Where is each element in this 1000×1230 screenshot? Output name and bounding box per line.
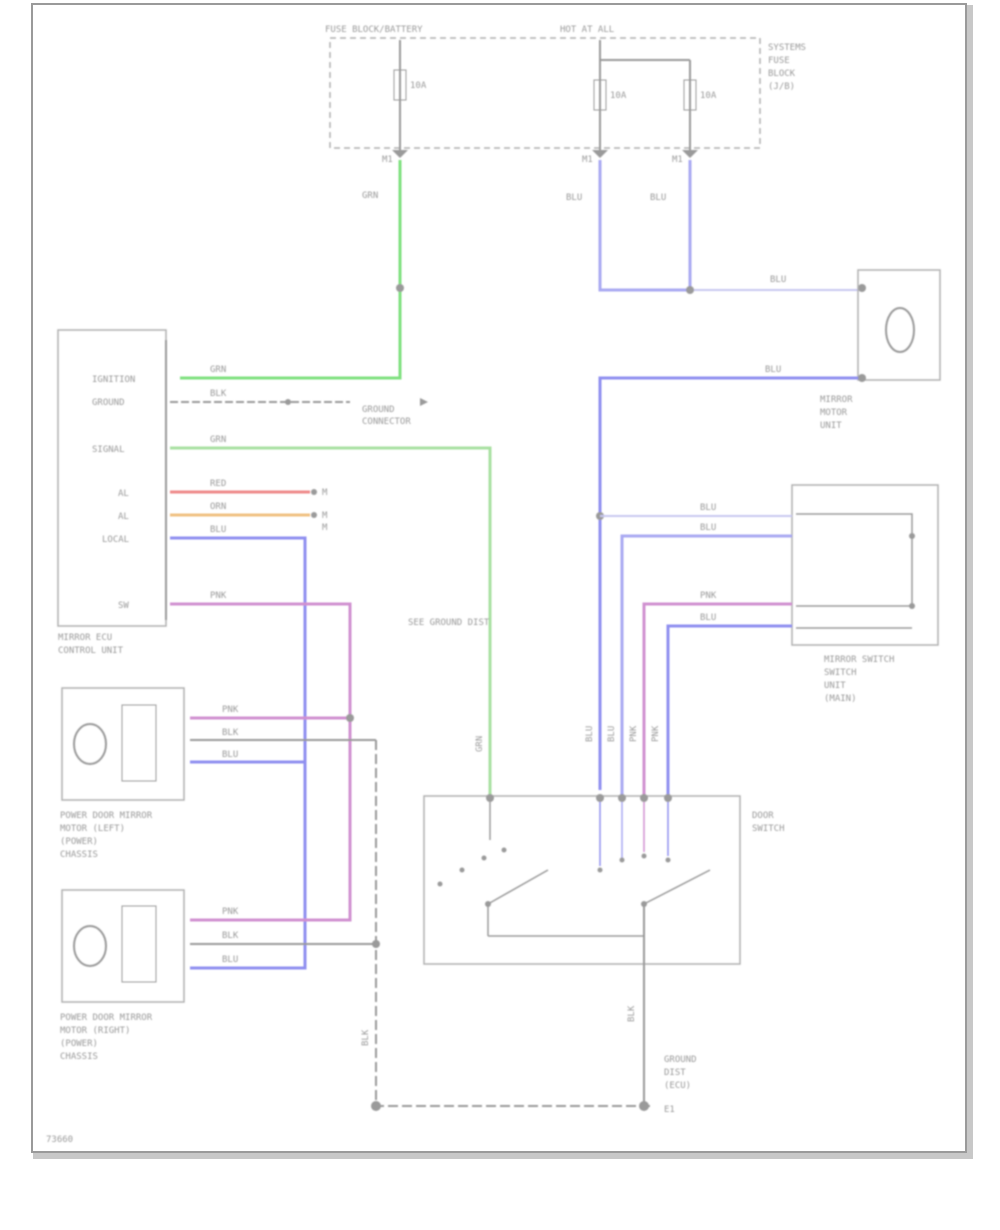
wire-ecu-4-label: RED [210,479,226,489]
wire-bottom-2-label: BLK [627,1005,637,1022]
ground-label-1: GROUND [664,1055,697,1065]
door-switch [423,795,741,965]
mirror-left-1c-label: (POWER) [60,837,98,847]
side-note-connector: CONNECTOR [362,417,411,427]
frame-border [31,3,967,1153]
ecu-name-2: CONTROL UNIT [58,646,124,656]
mirror-motor-unit-right [857,269,941,381]
wire-mirror-5-label: BLK [222,931,239,941]
mirror-right-1b-label: MOTOR [820,408,848,418]
wire-vert-1-label: GRN [475,736,485,752]
mirror-right-1-label: MIRROR [820,395,853,405]
wire-top-green-label: GRN [362,191,378,201]
ground-label-3: (ECU) [664,1081,691,1091]
side-note-1: M [322,488,328,498]
fuse-block-side-3: BLOCK [768,69,796,79]
right-w-4-label: BLU [700,613,716,623]
mirror-left-2b-label: MOTOR (RIGHT) [60,1026,130,1036]
wire-bottom-1-label: BLK [361,1029,371,1046]
mirror-left-2c-label: (POWER) [60,1039,98,1049]
wire-vert-2-label: BLU [585,726,595,742]
wire-pink-sw [642,602,792,796]
wire-blue-ecu [170,536,307,970]
corner-code: 73660 [46,1135,73,1145]
mirror-right-2c-label: UNIT [824,681,846,691]
ecu-pin-5: AL [118,512,129,522]
mirror-motor-left-1 [61,687,185,801]
wire-vert-3-label: BLU [607,726,617,742]
wire-green-signal [170,446,492,796]
wire-mirror-4-label: PNK [222,907,239,917]
switch-label-2: SWITCH [752,824,785,834]
wire-ecu-7-label: PNK [210,591,227,601]
fuse-block-side-1: SYSTEMS [768,43,806,53]
mirror-left-2-label: POWER DOOR MIRROR [60,1013,153,1023]
wire-mirror-6-label: BLU [222,955,238,965]
wire-green-main [180,160,402,380]
wire-blue-top [598,160,692,292]
wire-vert-4-label: PNK [629,725,639,742]
mirror-right-1c-label: UNIT [820,421,842,431]
center-note: SEE GROUND DIST [408,618,490,628]
side-note-2: M [322,511,328,521]
fuse-a-label: 10A [410,81,427,91]
mirror-right-2b-label: SWITCH [824,668,857,678]
fuse-block-side-4: (J/B) [768,82,795,92]
wire-blue-sw-2 [620,534,792,796]
ground-label-2: DIST [664,1068,686,1078]
side-note-3: M [322,523,328,533]
ecu-pin-2: GROUND [92,398,125,408]
fuse-block-label-right: HOT AT ALL [560,25,614,35]
wire-mirror-3-label: BLU [222,750,238,760]
mirror-left-1d-label: CHASSIS [60,850,98,860]
right-w-2-label: BLU [700,523,716,533]
wire-top-blue-1-label: BLU [566,193,582,203]
ecu-pin-3: SIGNAL [92,445,125,455]
ecu-name: MIRROR ECU [58,633,112,643]
ecu-pin-7: SW [118,601,129,611]
mirror-left-1b-label: MOTOR (LEFT) [60,824,125,834]
wire-blue-right-loop [598,376,862,790]
wire-mirror-2-label: BLK [222,728,239,738]
switch-label: DOOR [752,811,774,821]
fuse-block-side-2: FUSE [768,56,790,66]
connector-c: M1 [672,155,683,165]
mirror-right-2-label: MIRROR SWITCH [824,655,894,665]
fuse-block-label-left: FUSE BLOCK/BATTERY [325,25,423,35]
wire-ecu-1-label: GRN [210,365,226,375]
wire-ecu-3-label: GRN [210,435,226,445]
wire-blue-right-1-label: BLU [770,275,786,285]
wire-vert-5-label: PNK [651,725,661,742]
ecu-pin-1: IGNITION [92,375,135,385]
wire-top-blue-2-label: BLU [650,193,666,203]
connector-a: M1 [382,155,393,165]
right-w-3-label: PNK [700,591,717,601]
mirror-left-2d-label: CHASSIS [60,1052,98,1062]
side-note-ground: GROUND [362,405,395,415]
ground-point: E1 [664,1105,675,1115]
fuse-b-label: 10A [610,91,627,101]
right-w-1-label: BLU [700,503,716,513]
mirror-switch-unit [791,484,939,646]
ecu-pin-4: AL [118,489,129,499]
fuse-block [329,37,761,149]
mirror-left-1-label: POWER DOOR MIRROR [60,811,153,821]
wire-ecu-2-label: BLK [210,389,227,399]
ecu-pin-6: LOCAL [102,535,129,545]
wire-blue-sw-3 [666,624,792,796]
wire-ecu-5-label: ORN [210,502,226,512]
fuse-c-label: 10A [700,91,717,101]
wire-blue-right-2-label: BLU [765,365,781,375]
connector-b: M1 [582,155,593,165]
mirror-motor-left-2 [61,889,185,1003]
wire-mirror-1-label: PNK [222,705,239,715]
mirror-right-2d-label: (MAIN) [824,694,857,704]
wire-pink-ecu [170,602,352,922]
wire-ecu-6-label: BLU [210,525,226,535]
